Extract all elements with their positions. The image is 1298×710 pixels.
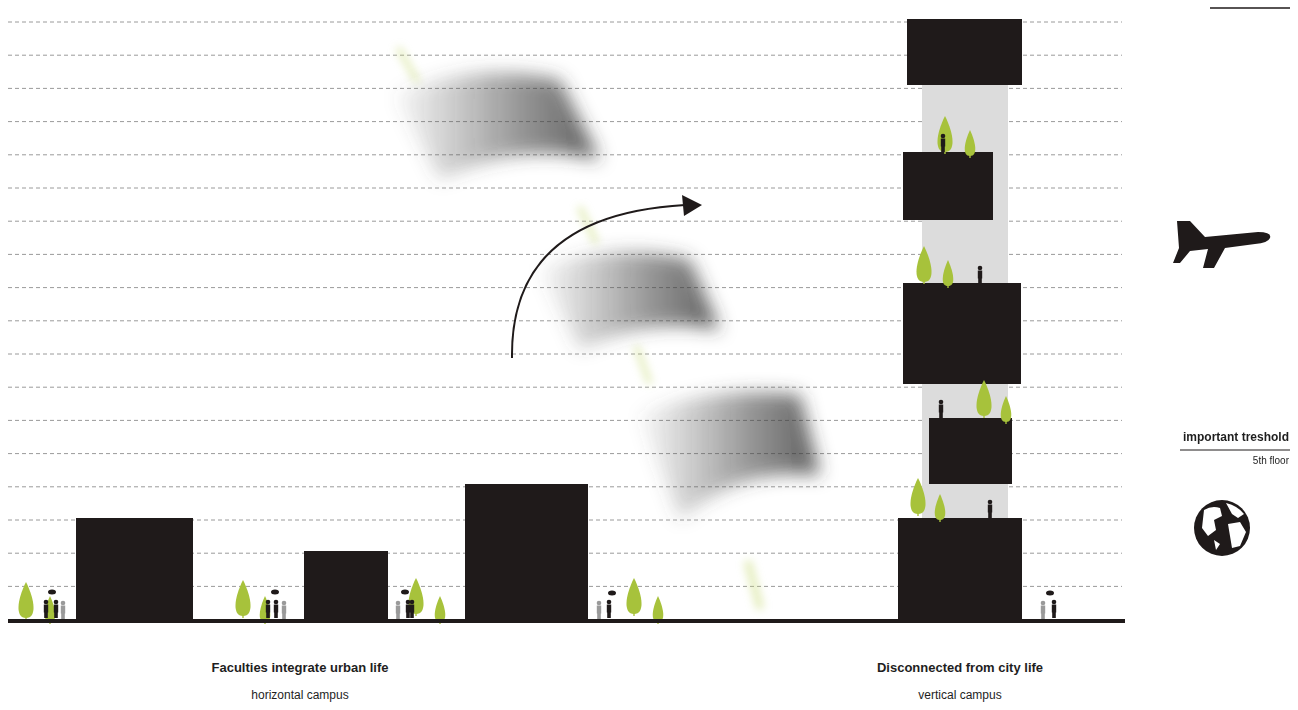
person-body [406, 605, 410, 613]
person-head [978, 266, 983, 271]
caption-heading: Disconnected from city life [877, 660, 1043, 675]
person-body [54, 605, 58, 613]
person-body [410, 605, 414, 613]
arrow-head [682, 195, 702, 216]
person-body [61, 606, 65, 614]
person-legs [406, 612, 410, 618]
person-head [1041, 601, 1046, 606]
person-body [607, 605, 611, 613]
person-body [274, 605, 278, 613]
person-legs [396, 613, 400, 619]
tree [653, 596, 664, 622]
tree-trunk [923, 280, 924, 284]
speech-bubble [1046, 591, 1054, 596]
person-body [1041, 606, 1045, 614]
person-legs [266, 612, 270, 618]
plane-icon [1173, 221, 1270, 268]
tree-trunk [917, 512, 918, 516]
person-head [406, 600, 411, 605]
person-legs [274, 612, 278, 618]
person-head [988, 500, 993, 505]
tree-trunk [415, 612, 416, 616]
caption-heading: Faculties integrate urban life [212, 660, 389, 675]
globe-icon [1194, 500, 1250, 556]
tree [626, 578, 641, 614]
trees [18, 116, 1011, 624]
tree [935, 494, 946, 520]
tree-trunk [983, 414, 984, 418]
tree [18, 582, 33, 618]
ground-line [8, 619, 1125, 623]
person-legs [978, 278, 982, 284]
person-body [939, 405, 943, 413]
buildings [76, 19, 1022, 620]
person-body [988, 505, 992, 513]
person-legs [607, 612, 611, 618]
person-head [939, 400, 944, 405]
threshold-label: important treshold [1183, 430, 1289, 444]
person-legs [988, 512, 992, 518]
caption-sub: vertical campus [918, 688, 1001, 702]
person-head [1052, 600, 1057, 605]
person-head [44, 600, 49, 605]
person-head [266, 600, 271, 605]
rule [1180, 450, 1290, 451]
person-head [607, 600, 612, 605]
person-legs [410, 612, 414, 618]
caption-sub: horizontal campus [251, 688, 348, 702]
people [44, 134, 1057, 619]
tree-trunk [242, 614, 243, 618]
rule [1210, 7, 1290, 9]
speech-bubble [401, 590, 409, 595]
tree [916, 246, 931, 282]
person-body [44, 605, 48, 613]
person-body [396, 606, 400, 614]
person-body [1052, 605, 1056, 613]
person-head [61, 601, 66, 606]
person-legs [597, 613, 601, 619]
tree [408, 578, 423, 614]
person-legs [282, 613, 286, 619]
motion-blur [395, 73, 820, 520]
person-legs [1041, 613, 1045, 619]
person-legs [941, 146, 945, 152]
person-head [282, 601, 287, 606]
person-head [410, 600, 415, 605]
person-legs [54, 612, 58, 618]
curved-arrow [512, 205, 685, 358]
person-legs [44, 612, 48, 618]
person-legs [1052, 612, 1056, 618]
tree-trunk [947, 284, 948, 288]
person-legs [939, 412, 943, 418]
person-head [941, 134, 946, 139]
person-body [941, 139, 945, 147]
tree [965, 130, 976, 156]
person-head [597, 601, 602, 606]
speech-bubble [48, 590, 56, 595]
tree-trunk [969, 154, 970, 158]
tree [1001, 396, 1012, 422]
tree [910, 478, 925, 514]
tree [976, 380, 991, 416]
tree [435, 596, 446, 622]
tree [943, 260, 954, 286]
tree-trunk [1005, 420, 1006, 424]
speech-bubble [271, 590, 279, 595]
person-legs [61, 613, 65, 619]
floor-note: 5th floor [1253, 455, 1289, 466]
person-body [978, 271, 982, 279]
tree [937, 116, 952, 152]
tree-trunk [633, 612, 634, 616]
speech-bubble [608, 591, 616, 596]
person-head [274, 600, 279, 605]
tree [235, 580, 250, 616]
tree [260, 596, 271, 622]
person-body [266, 605, 270, 613]
tree-trunk [939, 518, 940, 522]
person-body [282, 606, 286, 614]
person-head [396, 601, 401, 606]
person-body [597, 606, 601, 614]
person-head [54, 600, 59, 605]
